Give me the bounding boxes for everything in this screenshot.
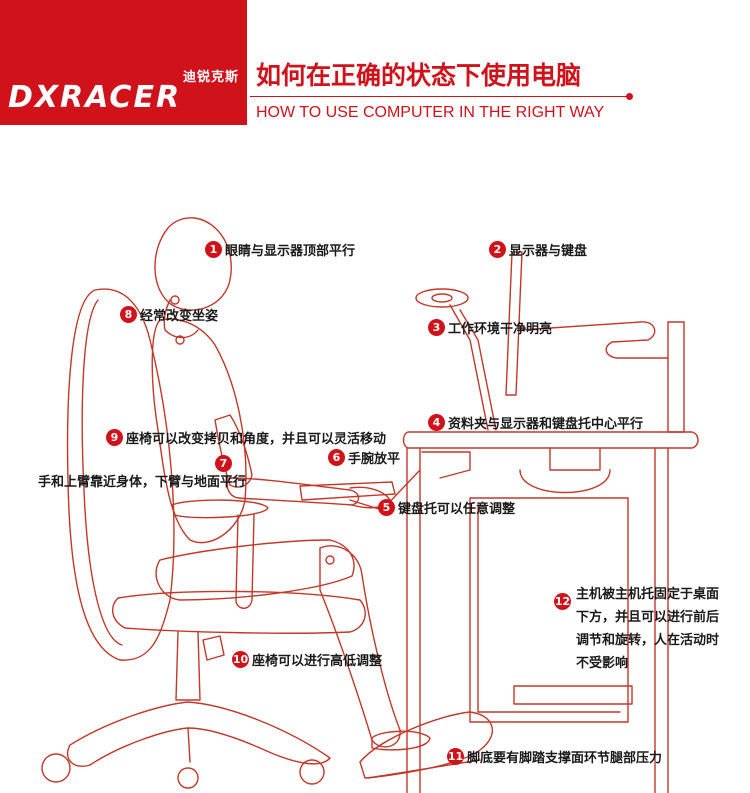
annotation-3: 3 工作环境干净明亮 — [428, 318, 552, 337]
person-torso — [151, 318, 247, 544]
monitor-arm — [519, 321, 669, 359]
chair-base — [66, 701, 331, 767]
annotation-9-text: 座椅可以改变拷贝和角度，并且可以灵活移动 — [126, 432, 387, 447]
chair-gas-lift — [175, 631, 201, 701]
caster-left — [41, 753, 71, 783]
armrest-post — [235, 514, 255, 609]
keyboard-tray — [299, 481, 396, 501]
document-holder-arm — [449, 304, 497, 431]
divider-dot — [626, 93, 633, 100]
annotation-6-number: 6 — [328, 449, 345, 466]
caster-center — [177, 767, 199, 789]
annotation-12-line: 调节和旋转，人在活动时 — [576, 633, 720, 648]
document-holder — [415, 288, 469, 308]
chair-armrest — [171, 499, 269, 519]
annotation-10: 10 座椅可以进行高低调整 — [232, 650, 382, 669]
annotation-1: 1 眼睛与显示器顶部平行 — [205, 240, 355, 259]
brand-name-cn: 迪锐克斯 — [183, 70, 240, 85]
annotation-2-text: 显示器与键盘 — [509, 244, 588, 259]
chair-backrest-inner — [81, 299, 123, 646]
desk-top — [402, 431, 699, 449]
chair-backrest — [66, 288, 175, 661]
annotation-8-text: 经常改变坐姿 — [140, 309, 219, 324]
annotation-4: 4 资料夹与显示器和键盘托中心平行 — [428, 413, 643, 432]
brand-name-en: DXRACER — [8, 80, 182, 115]
person-head — [154, 217, 232, 311]
caster-right — [299, 759, 325, 785]
person-neck — [163, 299, 199, 339]
annotation-7-number: 7 — [215, 455, 232, 472]
annotation-5: 5 键盘托可以任意调整 — [378, 498, 515, 517]
annotation-12-line: 不受影响 — [576, 656, 629, 671]
annotation-6-text: 手腕放平 — [348, 452, 401, 467]
annotation-5-number: 5 — [378, 499, 395, 516]
annotation-8-number: 8 — [120, 306, 137, 323]
annotation-11-number: 11 — [447, 748, 464, 765]
annotation-6: 6 手腕放平 — [328, 448, 400, 467]
annotation-12-text: 主机被主机托固定于桌面 下方，并且可以进行前后 调节和旋转，人在活动时 不受影响 — [576, 583, 719, 675]
cpu-holder — [469, 497, 629, 723]
person-foot — [371, 730, 431, 751]
annotation-7-text: 手和上臂靠近身体，下臂与地面平行 — [38, 475, 247, 490]
chair-lift-sleeve — [202, 635, 225, 661]
annotation-2: 2 显示器与键盘 — [489, 240, 587, 259]
annotation-12-line: 下方，并且可以进行前后 — [576, 610, 720, 625]
monitor — [505, 251, 523, 396]
annotation-11-text: 脚底要有脚踏支撑面环节腿部压力 — [467, 751, 663, 766]
annotation-4-text: 资料夹与显示器和键盘托中心平行 — [448, 417, 644, 432]
annotation-9-number: 9 — [106, 429, 123, 446]
annotation-9: 9 座椅可以改变拷贝和角度，并且可以灵活移动 — [106, 428, 386, 447]
annotation-2-number: 2 — [489, 241, 506, 258]
annotation-1-number: 1 — [205, 241, 222, 258]
brand-logo: 迪锐克斯 DXRACER — [0, 0, 247, 125]
person-lower-leg — [319, 545, 401, 748]
annotation-11: 11 脚底要有脚踏支撑面环节腿部压力 — [447, 747, 662, 766]
annotation-10-text: 座椅可以进行高低调整 — [252, 654, 383, 669]
annotation-8: 8 经常改变坐姿 — [120, 305, 218, 324]
annotation-5-text: 键盘托可以任意调整 — [398, 502, 516, 517]
annotation-3-number: 3 — [428, 319, 445, 336]
annotation-4-number: 4 — [428, 414, 445, 431]
page-subtitle: HOW TO USE COMPUTER IN THE RIGHT WAY — [256, 104, 605, 121]
annotation-1-text: 眼睛与显示器顶部平行 — [225, 244, 356, 259]
page-title: 如何在正确的状态下使用电脑 — [256, 61, 582, 90]
annotation-10-number: 10 — [232, 651, 249, 668]
cpu-holder-bracket — [549, 447, 601, 471]
person-thigh — [155, 539, 355, 601]
annotation-3-text: 工作环境干净明亮 — [448, 322, 553, 337]
annotation-12-number: 12 — [554, 593, 571, 610]
monitor-pole — [667, 321, 685, 433]
chair-seat — [112, 590, 366, 634]
annotation-12-line: 主机被主机托固定于桌面 — [576, 587, 720, 602]
title-divider — [250, 96, 628, 97]
